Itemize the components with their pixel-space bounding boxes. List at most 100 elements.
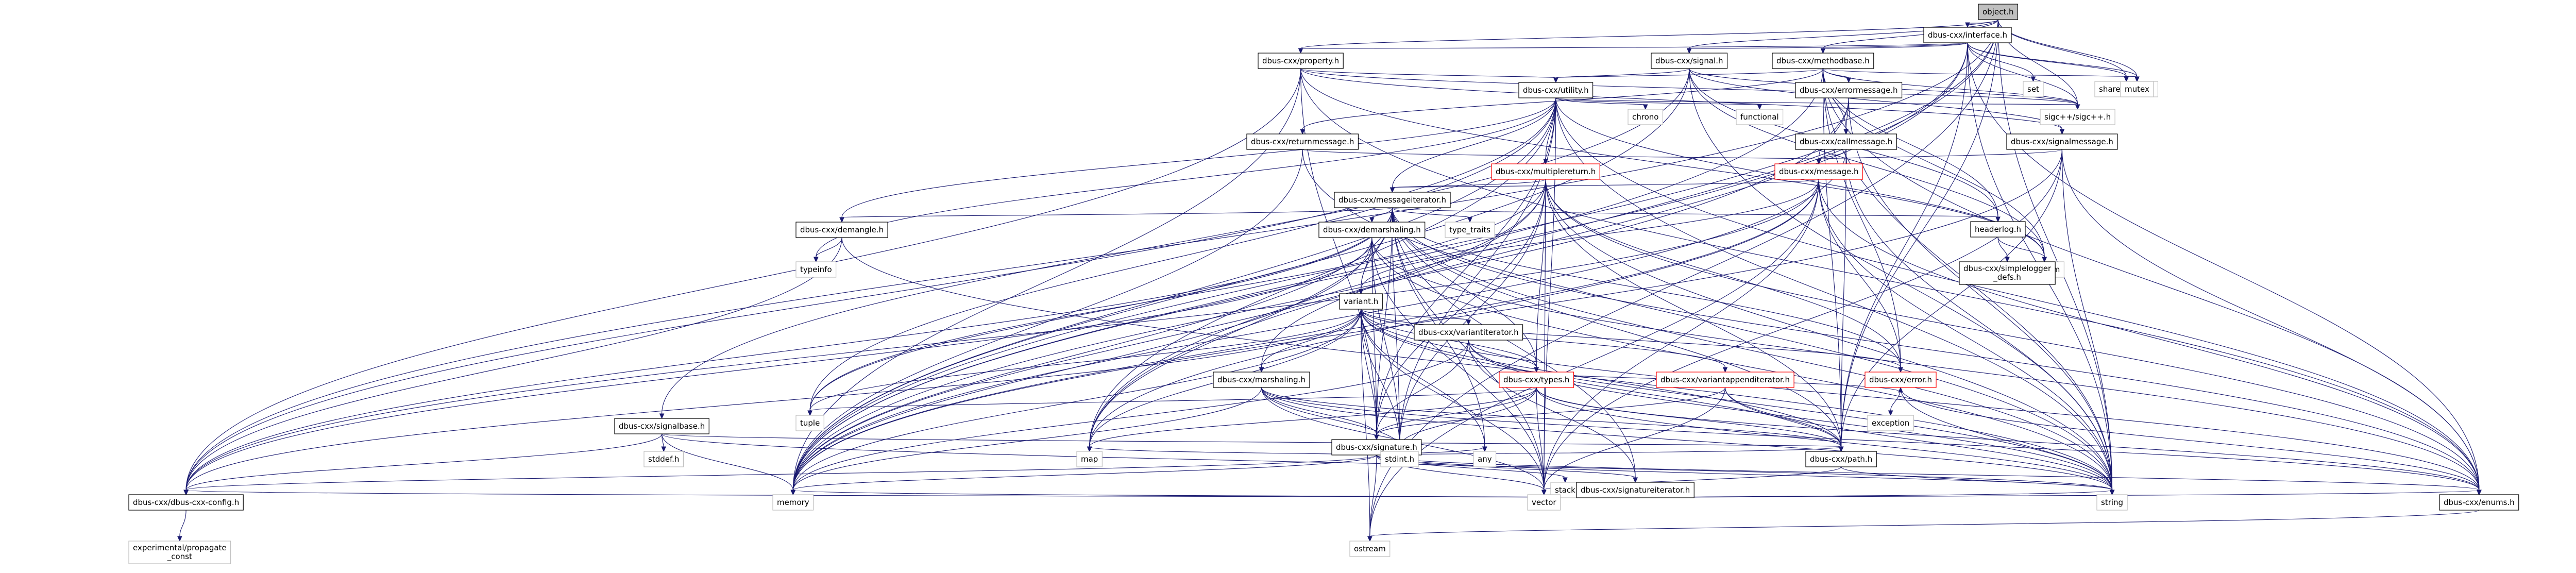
- edge-arrowhead: [1723, 367, 1727, 372]
- edge-arrowhead: [2060, 129, 2064, 134]
- node-label: exception: [1872, 418, 1909, 428]
- node-typeinfo[interactable]: typeinfo: [796, 262, 836, 277]
- edge-signalmessage-message: [1819, 149, 2062, 159]
- node-set[interactable]: set: [2023, 81, 2043, 97]
- node-label: dbus-cxx/demarshaling.h: [1323, 225, 1421, 234]
- node-label: dbus-cxx/demangle.h: [800, 225, 884, 234]
- node-memory[interactable]: memory: [773, 495, 814, 510]
- edge-arrowhead: [1643, 105, 1648, 109]
- node-functional[interactable]: functional: [1736, 109, 1783, 125]
- node-label: mutex: [2125, 85, 2149, 94]
- node-chrono[interactable]: chrono: [1628, 109, 1663, 125]
- node-any[interactable]: any: [1473, 451, 1496, 467]
- node-label: string: [2101, 498, 2123, 507]
- node-object[interactable]: object.h: [1978, 4, 2018, 20]
- edge-arrowhead: [1554, 78, 1558, 82]
- edge-arrowhead: [1563, 478, 1567, 482]
- node-stdint[interactable]: stdint.h: [1381, 451, 1418, 467]
- edge-multiplereturn-types: [1536, 179, 1546, 367]
- node-label: headerlog.h: [1975, 225, 2021, 234]
- node-variant[interactable]: variant.h: [1340, 294, 1382, 309]
- node-methodbase[interactable]: dbus-cxx/methodbase.h: [1772, 53, 1874, 69]
- node-interface[interactable]: dbus-cxx/interface.h: [1924, 27, 2011, 43]
- edge-arrowhead: [2042, 257, 2046, 262]
- node-label: stddef.h: [648, 454, 679, 464]
- node-label: _defs.h: [1993, 273, 2021, 282]
- node-demangle[interactable]: dbus-cxx/demangle.h: [796, 222, 888, 238]
- node-simplelogger[interactable]: dbus-cxx/simplelogger_defs.h: [1959, 262, 2055, 284]
- node-map[interactable]: map: [1077, 451, 1102, 467]
- edge-property-memory: [793, 69, 1300, 490]
- edge-arrowhead: [1996, 217, 2000, 222]
- node-message[interactable]: dbus-cxx/message.h: [1775, 164, 1863, 179]
- node-exception[interactable]: exception: [1868, 415, 1913, 431]
- node-marshaling[interactable]: dbus-cxx/marshaling.h: [1213, 372, 1310, 387]
- node-multiplereturn[interactable]: dbus-cxx/multiplereturn.h: [1492, 164, 1600, 179]
- node-label: dbus-cxx/message.h: [1779, 167, 1859, 176]
- node-path[interactable]: dbus-cxx/path.h: [1806, 451, 1876, 467]
- edge-variant-marshaling: [1261, 309, 1361, 367]
- node-headerlog[interactable]: headerlog.h: [1971, 222, 2025, 237]
- node-callmessage[interactable]: dbus-cxx/callmessage.h: [1795, 134, 1896, 149]
- node-variantiterator[interactable]: dbus-cxx/variantiterator.h: [1414, 325, 1523, 340]
- node-demarshaling[interactable]: dbus-cxx/demarshaling.h: [1319, 222, 1425, 238]
- edge-arrowhead: [1391, 188, 1395, 192]
- edge-arrowhead: [1542, 490, 1546, 495]
- edge-arrowhead: [1757, 105, 1761, 109]
- node-string[interactable]: string: [2097, 495, 2127, 510]
- node-config[interactable]: dbus-cxx/dbus-cxx-config.h: [129, 495, 243, 510]
- node-errormessage[interactable]: dbus-cxx/errormessage.h: [1795, 82, 1902, 98]
- node-sigc[interactable]: sigc++/sigc++.h: [2040, 109, 2115, 125]
- node-signalbase[interactable]: dbus-cxx/signalbase.h: [615, 418, 709, 434]
- edge-arrowhead: [1899, 367, 1903, 372]
- node-signatureiterator[interactable]: dbus-cxx/signatureiterator.h: [1577, 482, 1694, 498]
- edge-headerlog-sstream: [1998, 237, 2044, 257]
- node-label: dbus-cxx/simplelogger: [1963, 264, 2052, 273]
- node-signalmessage[interactable]: dbus-cxx/signalmessage.h: [2007, 134, 2117, 149]
- node-label: dbus-cxx/messageiterator.h: [1338, 195, 1446, 205]
- edge-demarshaling-enums: [1372, 238, 2479, 490]
- edge-arrowhead: [2076, 105, 2080, 109]
- node-propagate[interactable]: experimental/propagate_const: [129, 541, 231, 564]
- node-enums[interactable]: dbus-cxx/enums.h: [2439, 495, 2519, 510]
- edge-arrowhead: [1368, 536, 1372, 541]
- node-returnmessage[interactable]: dbus-cxx/returnmessage.h: [1247, 134, 1358, 149]
- node-label: chrono: [1632, 112, 1658, 122]
- node-tuple[interactable]: tuple: [796, 415, 824, 431]
- node-variantappenditerator[interactable]: dbus-cxx/variantappenditerator.h: [1656, 372, 1794, 387]
- node-vector[interactable]: vector: [1528, 495, 1561, 510]
- node-label: memory: [777, 498, 809, 507]
- node-types[interactable]: dbus-cxx/types.h: [1499, 372, 1573, 387]
- node-ostream[interactable]: ostream: [1350, 541, 1390, 557]
- node-mutex[interactable]: mutex: [2121, 81, 2154, 97]
- edge-layer: [178, 20, 2481, 541]
- node-stddef[interactable]: stddef.h: [644, 451, 683, 467]
- edge-arrowhead: [2110, 490, 2114, 495]
- edge-callmessage-memory: [793, 149, 1846, 490]
- node-messageiterator[interactable]: dbus-cxx/messageiterator.h: [1334, 192, 1450, 208]
- node-label: stdint.h: [1385, 454, 1414, 464]
- node-label: dbus-cxx/error.h: [1869, 375, 1932, 384]
- edge-methodbase-memory: [793, 69, 1823, 490]
- node-label: variant.h: [1344, 297, 1378, 306]
- edge-signalmessage-enums: [2062, 149, 2479, 490]
- edge-methodbase-errormessage: [1823, 69, 1849, 78]
- edge-interface-memory: [793, 43, 1968, 490]
- edge-methodbase-error: [1823, 69, 1901, 367]
- node-type_traits[interactable]: type_traits: [1445, 222, 1495, 238]
- node-property[interactable]: dbus-cxx/property.h: [1258, 53, 1343, 69]
- node-label: dbus-cxx/variantiterator.h: [1418, 328, 1519, 337]
- edge-arrowhead: [1370, 217, 1374, 222]
- node-signal[interactable]: dbus-cxx/signal.h: [1651, 53, 1727, 69]
- edge-types-enums: [1536, 387, 2479, 490]
- node-utility[interactable]: dbus-cxx/utility.h: [1519, 82, 1593, 98]
- edge-arrowhead: [1299, 48, 1303, 53]
- node-error[interactable]: dbus-cxx/error.h: [1865, 372, 1936, 387]
- node-label: dbus-cxx/multiplereturn.h: [1496, 167, 1596, 176]
- node-label: dbus-cxx/types.h: [1503, 375, 1569, 384]
- node-label: dbus-cxx/methodbase.h: [1776, 56, 1870, 65]
- edge-arrowhead: [660, 414, 664, 418]
- edge-arrowhead: [791, 490, 795, 495]
- edge-arrowhead: [2135, 77, 2139, 81]
- node-label: any: [1478, 454, 1492, 464]
